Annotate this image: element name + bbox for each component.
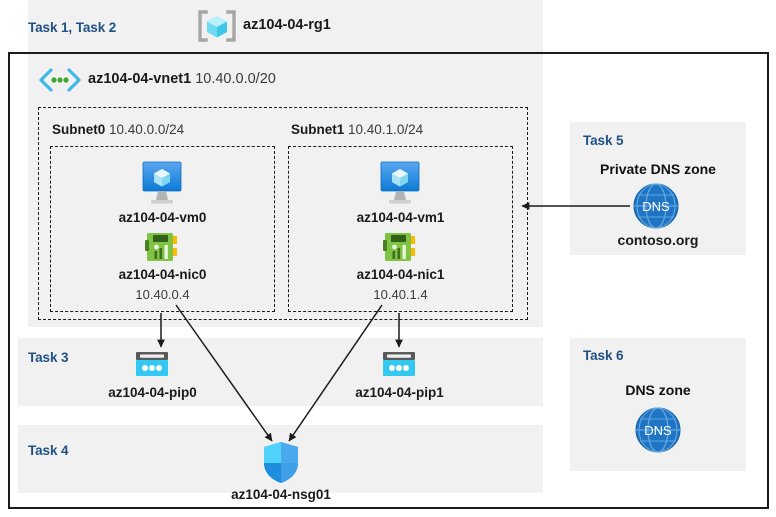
private-dns-heading: Private DNS zone xyxy=(600,161,716,177)
network-interface-icon xyxy=(383,231,417,263)
task-label-nsg: Task 4 xyxy=(28,443,69,458)
virtual-network-icon xyxy=(38,68,82,92)
vnet-address-space: 10.40.0.0/20 xyxy=(195,71,276,87)
subnet1-title: Subnet1 10.40.1.0/24 xyxy=(291,122,423,137)
vnet-panel xyxy=(28,54,543,327)
resource-group-panel xyxy=(28,0,543,52)
subnet0-title: Subnet0 10.40.0.0/24 xyxy=(52,122,184,137)
vnet-name: az104-04-vnet1 xyxy=(88,71,192,87)
task-label-private-dns: Task 5 xyxy=(583,133,624,148)
svg-text:DNS: DNS xyxy=(644,423,672,438)
dns-zone-icon: DNS xyxy=(632,182,680,230)
public-ip-address-icon xyxy=(133,350,171,382)
nsg-name: az104-04-nsg01 xyxy=(231,487,331,502)
vm0-name: az104-04-vm0 xyxy=(118,210,207,225)
private-dns-name: contoso.org xyxy=(617,232,699,248)
pip1-name: az104-04-pip1 xyxy=(355,385,444,400)
resource-group-icon xyxy=(197,9,237,43)
resource-group-name: az104-04-rg1 xyxy=(243,17,331,33)
nic0-ip: 10.40.0.4 xyxy=(135,287,190,302)
vm1-name: az104-04-vm1 xyxy=(356,210,445,225)
vnet-title: az104-04-vnet1 10.40.0.0/20 xyxy=(88,71,276,87)
subnets-container xyxy=(38,107,528,320)
public-ip-panel xyxy=(18,338,543,406)
subnet0-name: Subnet0 xyxy=(52,122,106,137)
dns-zone-icon: DNS xyxy=(634,406,682,454)
task-label-public-dns: Task 6 xyxy=(583,348,624,363)
network-interface-icon xyxy=(145,231,179,263)
pip0-name: az104-04-pip0 xyxy=(108,385,197,400)
subnet1-name: Subnet1 xyxy=(291,122,345,137)
virtual-machine-icon xyxy=(370,160,430,206)
resource-group-boundary xyxy=(8,52,769,509)
public-ip-address-icon xyxy=(380,350,418,382)
public-dns-heading: DNS zone xyxy=(625,382,691,398)
subnet1-cidr: 10.40.1.0/24 xyxy=(348,122,424,137)
subnet1-box xyxy=(288,146,513,312)
nic0-name: az104-04-nic0 xyxy=(118,267,207,282)
nic1-name: az104-04-nic1 xyxy=(356,267,445,282)
nic1-ip: 10.40.1.4 xyxy=(373,287,428,302)
task-label-public-ip: Task 3 xyxy=(28,350,69,365)
virtual-machine-icon xyxy=(132,160,192,206)
subnet0-box xyxy=(50,146,275,312)
network-security-group-icon xyxy=(262,441,300,485)
subnet0-cidr: 10.40.0.0/24 xyxy=(109,122,185,137)
svg-text:DNS: DNS xyxy=(642,199,670,214)
task-label-rg: Task 1, Task 2 xyxy=(28,20,117,35)
